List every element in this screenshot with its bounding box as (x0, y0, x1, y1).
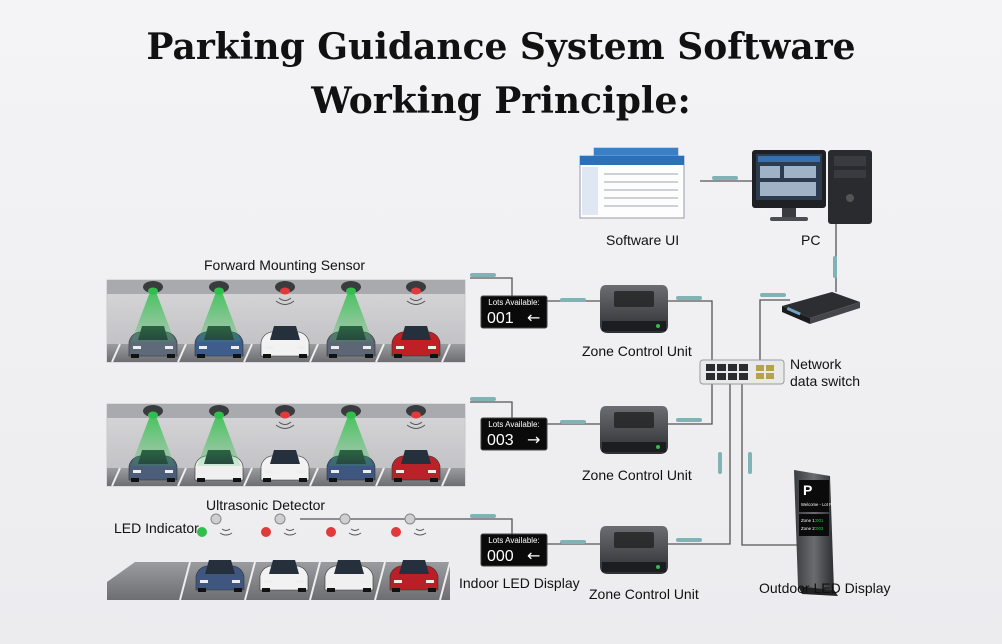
sensor-red (275, 405, 295, 429)
parking-line (309, 343, 319, 363)
car (260, 326, 310, 358)
garage-lane-2 (106, 403, 466, 487)
sensor-red (406, 281, 426, 305)
sensor-green (329, 405, 373, 466)
label-software-ui: Software UI (606, 232, 680, 248)
garage-lane-1 (106, 279, 466, 363)
display-3-number: 000 (487, 548, 514, 565)
parking-line (441, 467, 451, 487)
software-ui-screens (579, 147, 685, 219)
label-zone-control-unit-2: Zone Control Unit (582, 467, 692, 483)
indoor-led-display-1: Lots Available: 001 ← (480, 295, 548, 329)
parking-line (111, 343, 121, 363)
sensor-red (406, 405, 426, 429)
open-lot-lane-3 (107, 513, 451, 601)
label-zone-control-unit-3: Zone Control Unit (589, 586, 699, 602)
parking-line (177, 343, 187, 363)
title-line-2: Working Principle: (311, 80, 691, 122)
label-outdoor-led-display: Outdoor LED Display (759, 580, 891, 596)
zone-control-unit-1 (600, 285, 668, 333)
outdoor-zone2-label: Zone 2: (801, 526, 816, 531)
network-data-switch (699, 359, 785, 385)
display-1-heading: Lots Available: (488, 298, 539, 307)
pc-computer (752, 150, 872, 224)
display-2-arrow: → (527, 430, 540, 449)
label-indoor-led-display: Indoor LED Display (459, 575, 580, 591)
car (195, 560, 245, 592)
parking-line (179, 561, 191, 601)
zone-control-unit-2 (600, 406, 668, 454)
sensor-green (197, 281, 241, 342)
outdoor-zone2-value: 003 (816, 526, 824, 531)
zone-control-unit-3 (600, 526, 668, 574)
parking-line (375, 467, 385, 487)
display-2-heading: Lots Available: (488, 420, 539, 429)
label-ultrasonic-detector: Ultrasonic Detector (206, 497, 326, 513)
sensor-green (329, 281, 373, 342)
outdoor-zone1-label: Zone 1: (801, 518, 816, 523)
indoor-led-display-2: Lots Available: 003 → (480, 417, 548, 451)
parking-line (441, 343, 451, 363)
label-pc: PC (801, 232, 821, 248)
label-network-line-2: data switch (790, 373, 861, 389)
ultrasonic-led-red (261, 513, 297, 537)
car (391, 326, 441, 358)
car (391, 450, 441, 482)
display-2-number: 003 (487, 432, 514, 449)
sensor-red (275, 281, 295, 305)
parking-line (243, 467, 253, 487)
parking-line (243, 343, 253, 363)
parking-line (439, 561, 451, 601)
display-1-arrow: ← (527, 308, 540, 327)
parking-line (177, 467, 187, 487)
title-line-1: Parking Guidance System Software (146, 26, 856, 68)
parking-line (111, 467, 121, 487)
indoor-led-display-3: Lots Available: 000 ← (480, 533, 548, 567)
label-zone-control-unit-1: Zone Control Unit (582, 343, 692, 359)
rack-server (782, 292, 860, 324)
sensor-green (131, 281, 175, 342)
parking-line (374, 561, 386, 601)
parking-line (244, 561, 256, 601)
parking-line (309, 467, 319, 487)
cable-connectors (470, 176, 837, 544)
outdoor-sign-welcome: Welcome - Lot P (801, 502, 832, 507)
label-forward-mounting-sensor: Forward Mounting Sensor (204, 257, 366, 273)
parking-line (309, 561, 321, 601)
sensor-green (131, 405, 175, 466)
parking-line (375, 343, 385, 363)
ultrasonic-led-green (197, 513, 233, 537)
outdoor-zone1-value: 001 (816, 518, 824, 523)
car (389, 560, 439, 592)
outdoor-led-display: P Welcome - Lot P Zone 1: 001 Zone 2: 00… (794, 470, 838, 596)
label-led-indicator: LED Indicator (114, 520, 199, 536)
sensor-green (197, 405, 241, 466)
display-1-number: 001 (487, 310, 514, 327)
ultrasonic-led-red (391, 513, 427, 537)
car (260, 450, 310, 482)
ultrasonic-led-red (326, 513, 362, 537)
display-3-heading: Lots Available: (488, 536, 539, 545)
label-network-line-1: Network (790, 356, 842, 372)
car (324, 560, 374, 592)
display-3-arrow: ← (527, 546, 540, 565)
car (259, 560, 309, 592)
outdoor-sign-letter: P (803, 482, 812, 498)
